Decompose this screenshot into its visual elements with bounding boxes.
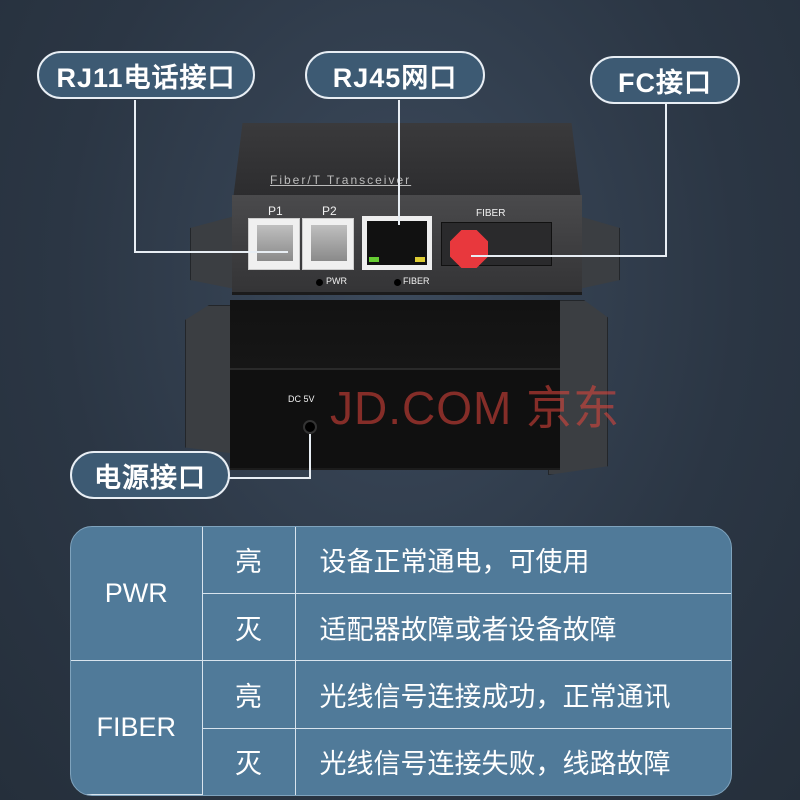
fiber-led-text: FIBER	[403, 276, 430, 286]
state-cell: 亮	[201, 660, 296, 729]
group-fiber: FIBER	[71, 660, 203, 795]
rj11-port-1	[248, 218, 300, 270]
table-row: 灭 适配器故障或者设备故障	[71, 592, 731, 662]
desc-cell: 适配器故障或者设备故障	[294, 592, 731, 662]
table-row: PWR 亮 设备正常通电，可使用	[71, 527, 731, 662]
rj11-leader-line-h	[134, 251, 288, 253]
device-top	[232, 123, 582, 208]
state-cell: 灭	[202, 727, 296, 795]
callout-fc: FC接口	[590, 56, 740, 104]
state-cell: 亮	[201, 527, 296, 594]
p2-label: P2	[322, 204, 337, 218]
desc-cell: 光线信号连接失败，线路故障	[294, 727, 731, 795]
dc-label: DC 5V	[288, 394, 315, 404]
fc-leader-line-h	[471, 255, 667, 257]
rj45-leader-line	[398, 100, 400, 225]
pwr-led-icon	[316, 279, 323, 286]
watermark: JD.COM 京东	[330, 382, 621, 434]
dc-jack	[303, 420, 317, 434]
group-pwr: PWR	[71, 527, 203, 662]
power-leader-line-h	[228, 477, 311, 479]
fiber-port-label: FIBER	[476, 208, 506, 219]
callout-rj11: RJ11电话接口	[37, 51, 255, 99]
table-row: FIBER 亮 光线信号连接成功，正常通讯	[71, 660, 731, 795]
fiber-led-icon	[394, 279, 401, 286]
rj45-port	[362, 216, 432, 270]
desc-cell: 光线信号连接成功，正常通讯	[294, 660, 731, 729]
state-cell: 灭	[202, 592, 296, 662]
fc-connector-icon	[450, 230, 488, 268]
fc-leader-line	[665, 104, 667, 256]
power-leader-line	[309, 434, 311, 478]
rj11-port-2	[302, 218, 354, 270]
desc-cell: 设备正常通电，可使用	[294, 527, 731, 594]
callout-rj45: RJ45网口	[305, 51, 485, 99]
led-status-table: PWR 亮 设备正常通电，可使用 灭 适配器故障或者设备故障 FIBER 亮 光…	[70, 526, 732, 796]
table-row: 灭 光线信号连接失败，线路故障	[71, 727, 731, 795]
pwr-led-text: PWR	[326, 276, 347, 286]
callout-power: 电源接口	[70, 451, 230, 499]
rj11-leader-line	[134, 100, 136, 252]
p1-label: P1	[268, 204, 283, 218]
second-unit-front	[230, 368, 560, 468]
device-model-text: Fiber/T Transceiver	[270, 173, 412, 187]
